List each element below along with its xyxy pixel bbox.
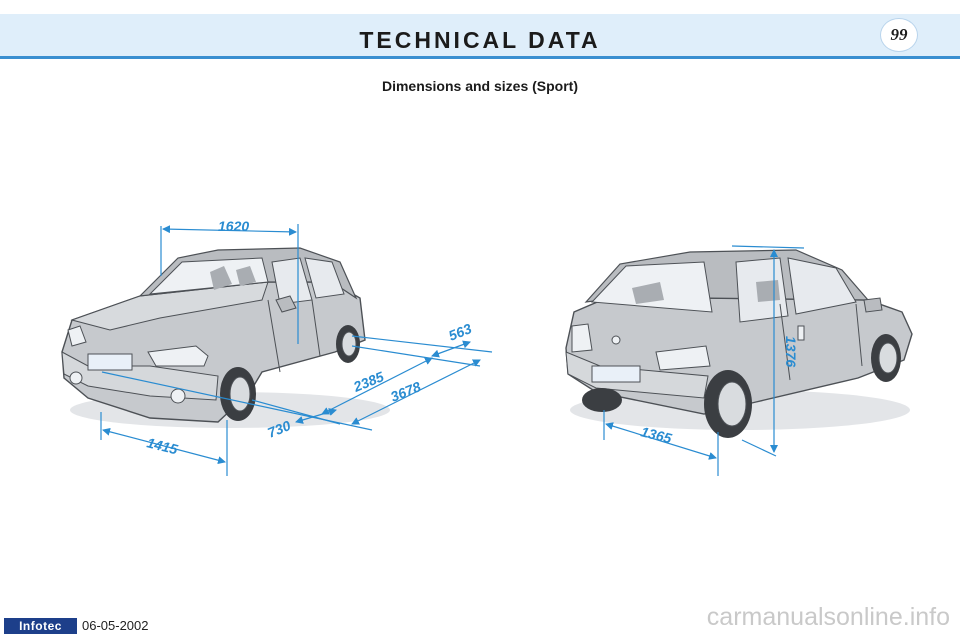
rear-car-door-handle	[797, 325, 805, 341]
dim-label-height: 1376	[783, 336, 799, 367]
section-subtitle: Dimensions and sizes (Sport)	[381, 78, 579, 94]
rear-car-hubcap	[717, 381, 747, 427]
front-car-seat	[236, 266, 256, 286]
header-band	[0, 14, 960, 56]
rear-dimension-lines	[603, 245, 805, 476]
front-dimension-lines	[100, 224, 493, 476]
page-number-badge: 99	[880, 18, 918, 52]
rear-car-taillight	[571, 323, 593, 353]
rear-car-seat	[756, 280, 780, 302]
rear-car-badge	[611, 335, 621, 345]
rear-car-illustration	[565, 249, 913, 438]
footer-date: 06-05-2002	[82, 618, 149, 633]
rear-car-hubcap	[878, 342, 898, 374]
front-car-door-line	[267, 299, 321, 373]
front-car-windscreen	[148, 257, 269, 295]
page-title: TECHNICAL DATA	[359, 27, 601, 53]
front-car-headlight	[67, 325, 87, 347]
dim-label-front-track: 1415	[145, 434, 179, 457]
front-car-hubcap	[229, 376, 251, 412]
header-rule	[0, 56, 960, 59]
dim-label-length: 3678	[388, 378, 423, 405]
front-car-headlight	[147, 345, 209, 367]
front-car-foglight	[170, 388, 186, 404]
rear-car-seat	[632, 282, 664, 304]
front-car-foglight	[69, 371, 83, 385]
dim-label-rear-overhang: 563	[446, 320, 474, 344]
front-car-rear-window	[304, 257, 345, 299]
front-car-illustration	[61, 247, 390, 428]
front-car-hubcap	[341, 331, 357, 357]
rear-car-door-line	[779, 303, 863, 381]
rear-car-plate	[591, 365, 641, 383]
dim-label-rear-track: 1365	[639, 423, 673, 446]
front-car-seat	[210, 266, 232, 290]
infotec-logo: Infotec	[4, 618, 77, 634]
watermark-text: carmanualsonline.info	[706, 603, 950, 631]
dim-label-width: 1620	[218, 218, 249, 234]
rear-car-front-window	[787, 257, 857, 315]
rear-car-mirror	[863, 297, 883, 313]
front-car-plate	[87, 353, 133, 371]
page-number: 99	[890, 25, 908, 44]
rear-car-taillight	[655, 345, 711, 371]
front-car-mirror	[275, 295, 297, 313]
rear-car-wheel	[582, 388, 622, 412]
